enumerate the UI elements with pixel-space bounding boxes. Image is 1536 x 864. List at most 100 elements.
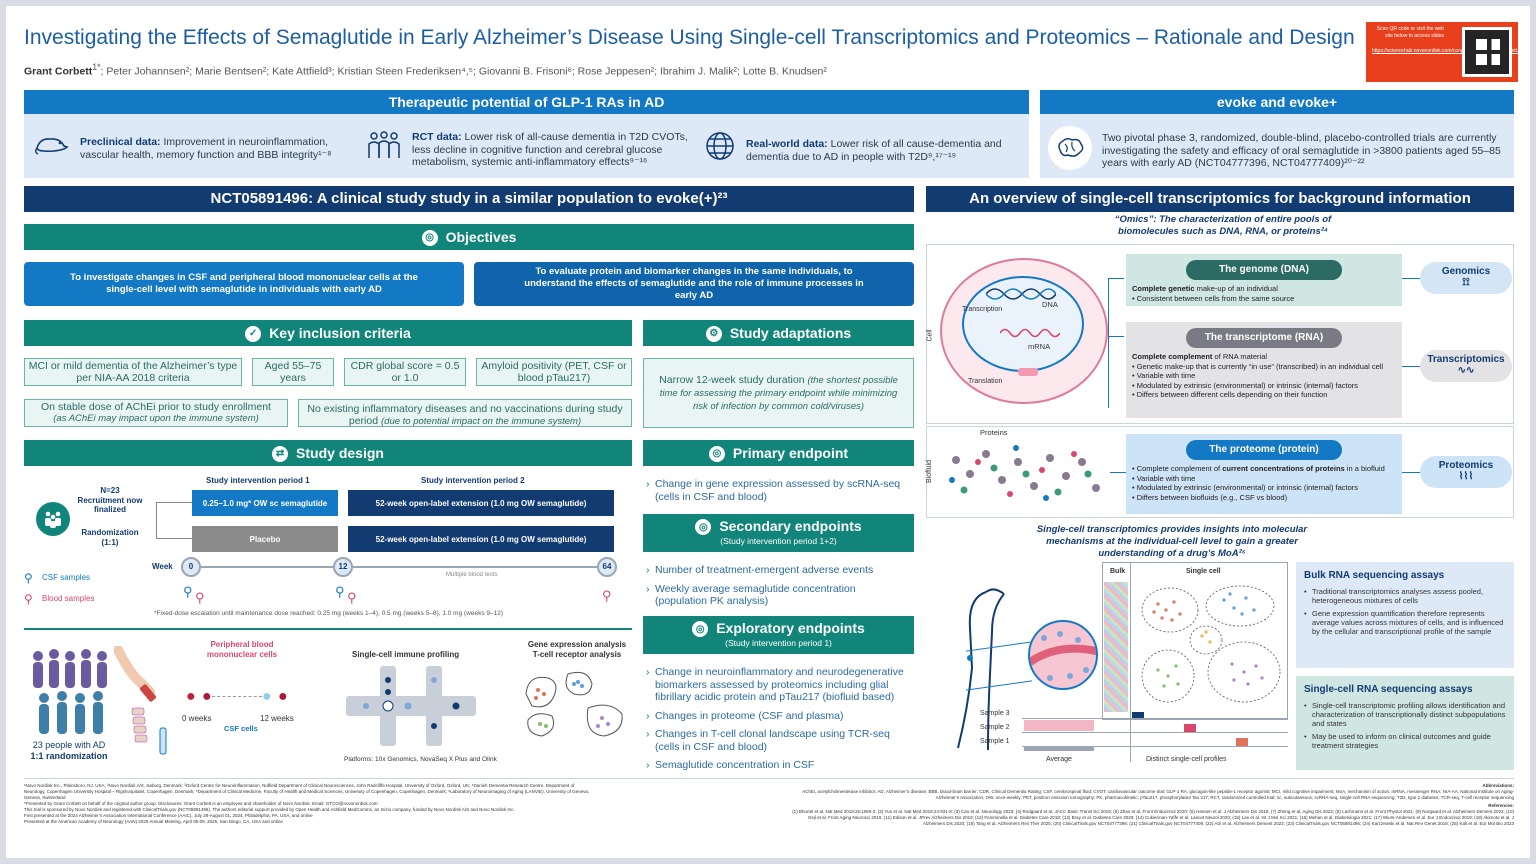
- criterion-inflammatory: No existing inflammatory diseases and no…: [298, 399, 632, 427]
- people-group-icon: [366, 130, 402, 165]
- protein-cluster-icon: [946, 440, 1106, 511]
- qr-code-icon[interactable]: [1462, 27, 1512, 77]
- objective-1: To investigate changes in CSF and periph…: [24, 262, 464, 306]
- cell-panel-frame: [926, 244, 1514, 424]
- people-crowd-icon: [30, 648, 110, 745]
- period-2-label: Study intervention period 2: [421, 476, 525, 485]
- primary-list: Change in gene expression assessed by sc…: [646, 478, 908, 509]
- recruitment-status: Recruitment now finalized: [77, 495, 143, 515]
- week-64-marker: 64: [597, 557, 617, 577]
- tx-b5: Differs between different cells dependin…: [1136, 390, 1328, 399]
- csf-legend: CSF samples: [42, 573, 91, 582]
- n-count: N=23: [100, 486, 120, 495]
- blood-drop-icon-0: ●: [186, 688, 196, 705]
- qr-link[interactable]: https://sciencehub.novonordisk.com/congr…: [1372, 48, 1528, 54]
- exploratory-list: Change in neuroinflammatory and neurodeg…: [646, 666, 908, 778]
- ribosome-icon: [1018, 368, 1038, 376]
- rct-data: RCT data: Lower risk of all-cause dement…: [412, 131, 692, 169]
- sc-assay-item-2: May be used to inform on clinical outcom…: [1304, 732, 1506, 750]
- workflow-divider: [24, 628, 632, 630]
- flow-icon: ⇄: [272, 446, 289, 463]
- profiling-label: Single-cell immune profiling: [352, 650, 460, 659]
- blood-syringe-icon-w64: ⚲: [602, 588, 612, 603]
- secondary-title: Secondary endpoints: [719, 518, 862, 534]
- bulk-mixture: [1104, 582, 1128, 712]
- mrna-label: mRNA: [1028, 342, 1051, 351]
- pr-b1-rest: in a biofluid: [1344, 464, 1385, 473]
- arm-semaglutide: 0.25–1.0 mg* OW sc semaglutide: [192, 490, 338, 516]
- pr-b3: Modulated by extrinsic (environmental) o…: [1136, 483, 1359, 492]
- genomics-label: Genomics: [1441, 266, 1491, 277]
- genome-bullets: Complete genetic make-up of an individua…: [1132, 284, 1295, 303]
- arm-placebo: Placebo: [192, 526, 338, 552]
- secondary-item-2: Weekly average semaglutide concentration…: [646, 583, 908, 608]
- real-world-label: Real-world data:: [746, 138, 828, 150]
- affiliations: ¹Novo Nordisk Inc., Plainsboro, NJ, USA;…: [24, 783, 590, 800]
- compass-icon: ◎: [692, 621, 709, 638]
- randomization-line-vertical: [156, 502, 157, 538]
- pr-b1-bold: current concentrations of proteins: [1222, 464, 1345, 473]
- sample-3-sc-mark: [1132, 712, 1144, 718]
- criterion-ache: On stable dose of AChEi prior to study e…: [24, 399, 288, 427]
- first-author: Grant Corbett: [24, 65, 93, 78]
- abbreviations: AChEi, acetylcholinesterase inhibitor; A…: [802, 789, 1514, 800]
- sample-row-3-line: [1022, 718, 1288, 719]
- abbr-title: Abbreviations:: [1482, 783, 1514, 788]
- design-title: Study design: [296, 445, 384, 461]
- sc-assay-title: Single-cell RNA sequencing assays: [1304, 684, 1473, 695]
- objectives-header: ◎Objectives: [24, 224, 914, 250]
- tx-b3: Variable with time: [1136, 371, 1196, 380]
- primary-header: ◎Primary endpoint: [643, 440, 914, 466]
- design-header: ⇄ Study design: [24, 440, 632, 466]
- tx-b4: Modulated by extrinsic (environmental) o…: [1136, 380, 1359, 390]
- qr-panel[interactable]: Scan QR code or visit the web site below…: [1366, 22, 1528, 82]
- tx-b1-bold: Complete complement: [1132, 352, 1213, 361]
- distinct-label: Distinct single-cell profiles: [1146, 756, 1227, 763]
- exploratory-item-3: Changes in T-cell clonal landscape using…: [646, 728, 908, 753]
- week-12-marker: 12: [333, 557, 353, 577]
- sample-1-label: Sample 1: [980, 738, 1010, 745]
- real-world-text: Lower risk of all cause-dementia and dem…: [746, 138, 1002, 163]
- tx-b1-rest: of RNA material: [1212, 352, 1268, 361]
- footer-right: Abbreviations: AChEi, acetylcholinestera…: [786, 783, 1514, 827]
- mouse-icon: [34, 132, 70, 161]
- criterion-age: Aged 55–75 years: [252, 358, 334, 386]
- week-0-marker: 0: [181, 557, 201, 577]
- csf-syringe-icon-w0: ⚲: [183, 584, 193, 599]
- platforms-label: Platforms: 10x Genomics, NovaSeq X Plus …: [344, 756, 497, 763]
- tissue-magnification: [1028, 620, 1098, 690]
- adaptations-header: ⚙Study adaptations: [643, 320, 914, 346]
- transcriptome-title: The transcriptome (RNA): [1186, 328, 1342, 348]
- sample-1-average-bar: [1024, 747, 1094, 751]
- adaptations-note: (the shortest possible time for assessin…: [659, 375, 898, 412]
- sample-3-label: Sample 3: [980, 710, 1010, 717]
- biofluid-label: Biofluid: [925, 460, 933, 483]
- sc-assay-box: Single-cell RNA sequencing assays Single…: [1296, 676, 1514, 770]
- arrow-to-genomics: [1402, 278, 1420, 279]
- secondary-list: Number of treatment-emergent adverse eve…: [646, 564, 908, 614]
- criterion-mci: MCI or mild dementia of the Alzheimer’s …: [24, 358, 242, 386]
- exploratory-sub: (Study intervention period 1): [725, 638, 832, 649]
- week-label: Week: [152, 562, 173, 571]
- blood-drop-icon-12: ●: [278, 688, 288, 705]
- secondary-header: ◎Secondary endpoints(Study intervention …: [643, 514, 914, 552]
- cluster-plot-icon: [518, 664, 632, 749]
- dna-helix-icon: [985, 284, 1057, 309]
- participants-icon: [36, 502, 70, 536]
- arrow-transcriptome-h: [1108, 336, 1124, 337]
- glp1-title: Therapeutic potential of GLP-1 RAs in AD: [24, 90, 1029, 114]
- proteins-label: Proteins: [980, 428, 1008, 437]
- arrow-connector: [1108, 278, 1109, 408]
- evoke-panel: evoke and evoke+ Two pivotal phase 3, ra…: [1040, 90, 1514, 178]
- single-cell-scatter: [1134, 580, 1286, 719]
- bulk-assay-item-1: Traditional transcriptomics analyses ass…: [1304, 587, 1506, 605]
- bulk-assay-title: Bulk RNA sequencing assays: [1304, 570, 1445, 581]
- references: (1) Bhurtel et al. Nat Med 2019;26:1050-…: [792, 809, 1514, 826]
- poster: Investigating the Effects of Semaglutide…: [6, 6, 1530, 858]
- target-icon: ◎: [421, 230, 438, 247]
- primary-item: Change in gene expression assessed by sc…: [646, 478, 908, 503]
- exploratory-item-1: Change in neuroinflammatory and neurodeg…: [646, 666, 908, 704]
- globe-icon: [704, 130, 736, 167]
- people-randomization: 1:1 randomization: [30, 751, 108, 761]
- secondary-sub: (Study intervention period 1+2): [720, 536, 837, 547]
